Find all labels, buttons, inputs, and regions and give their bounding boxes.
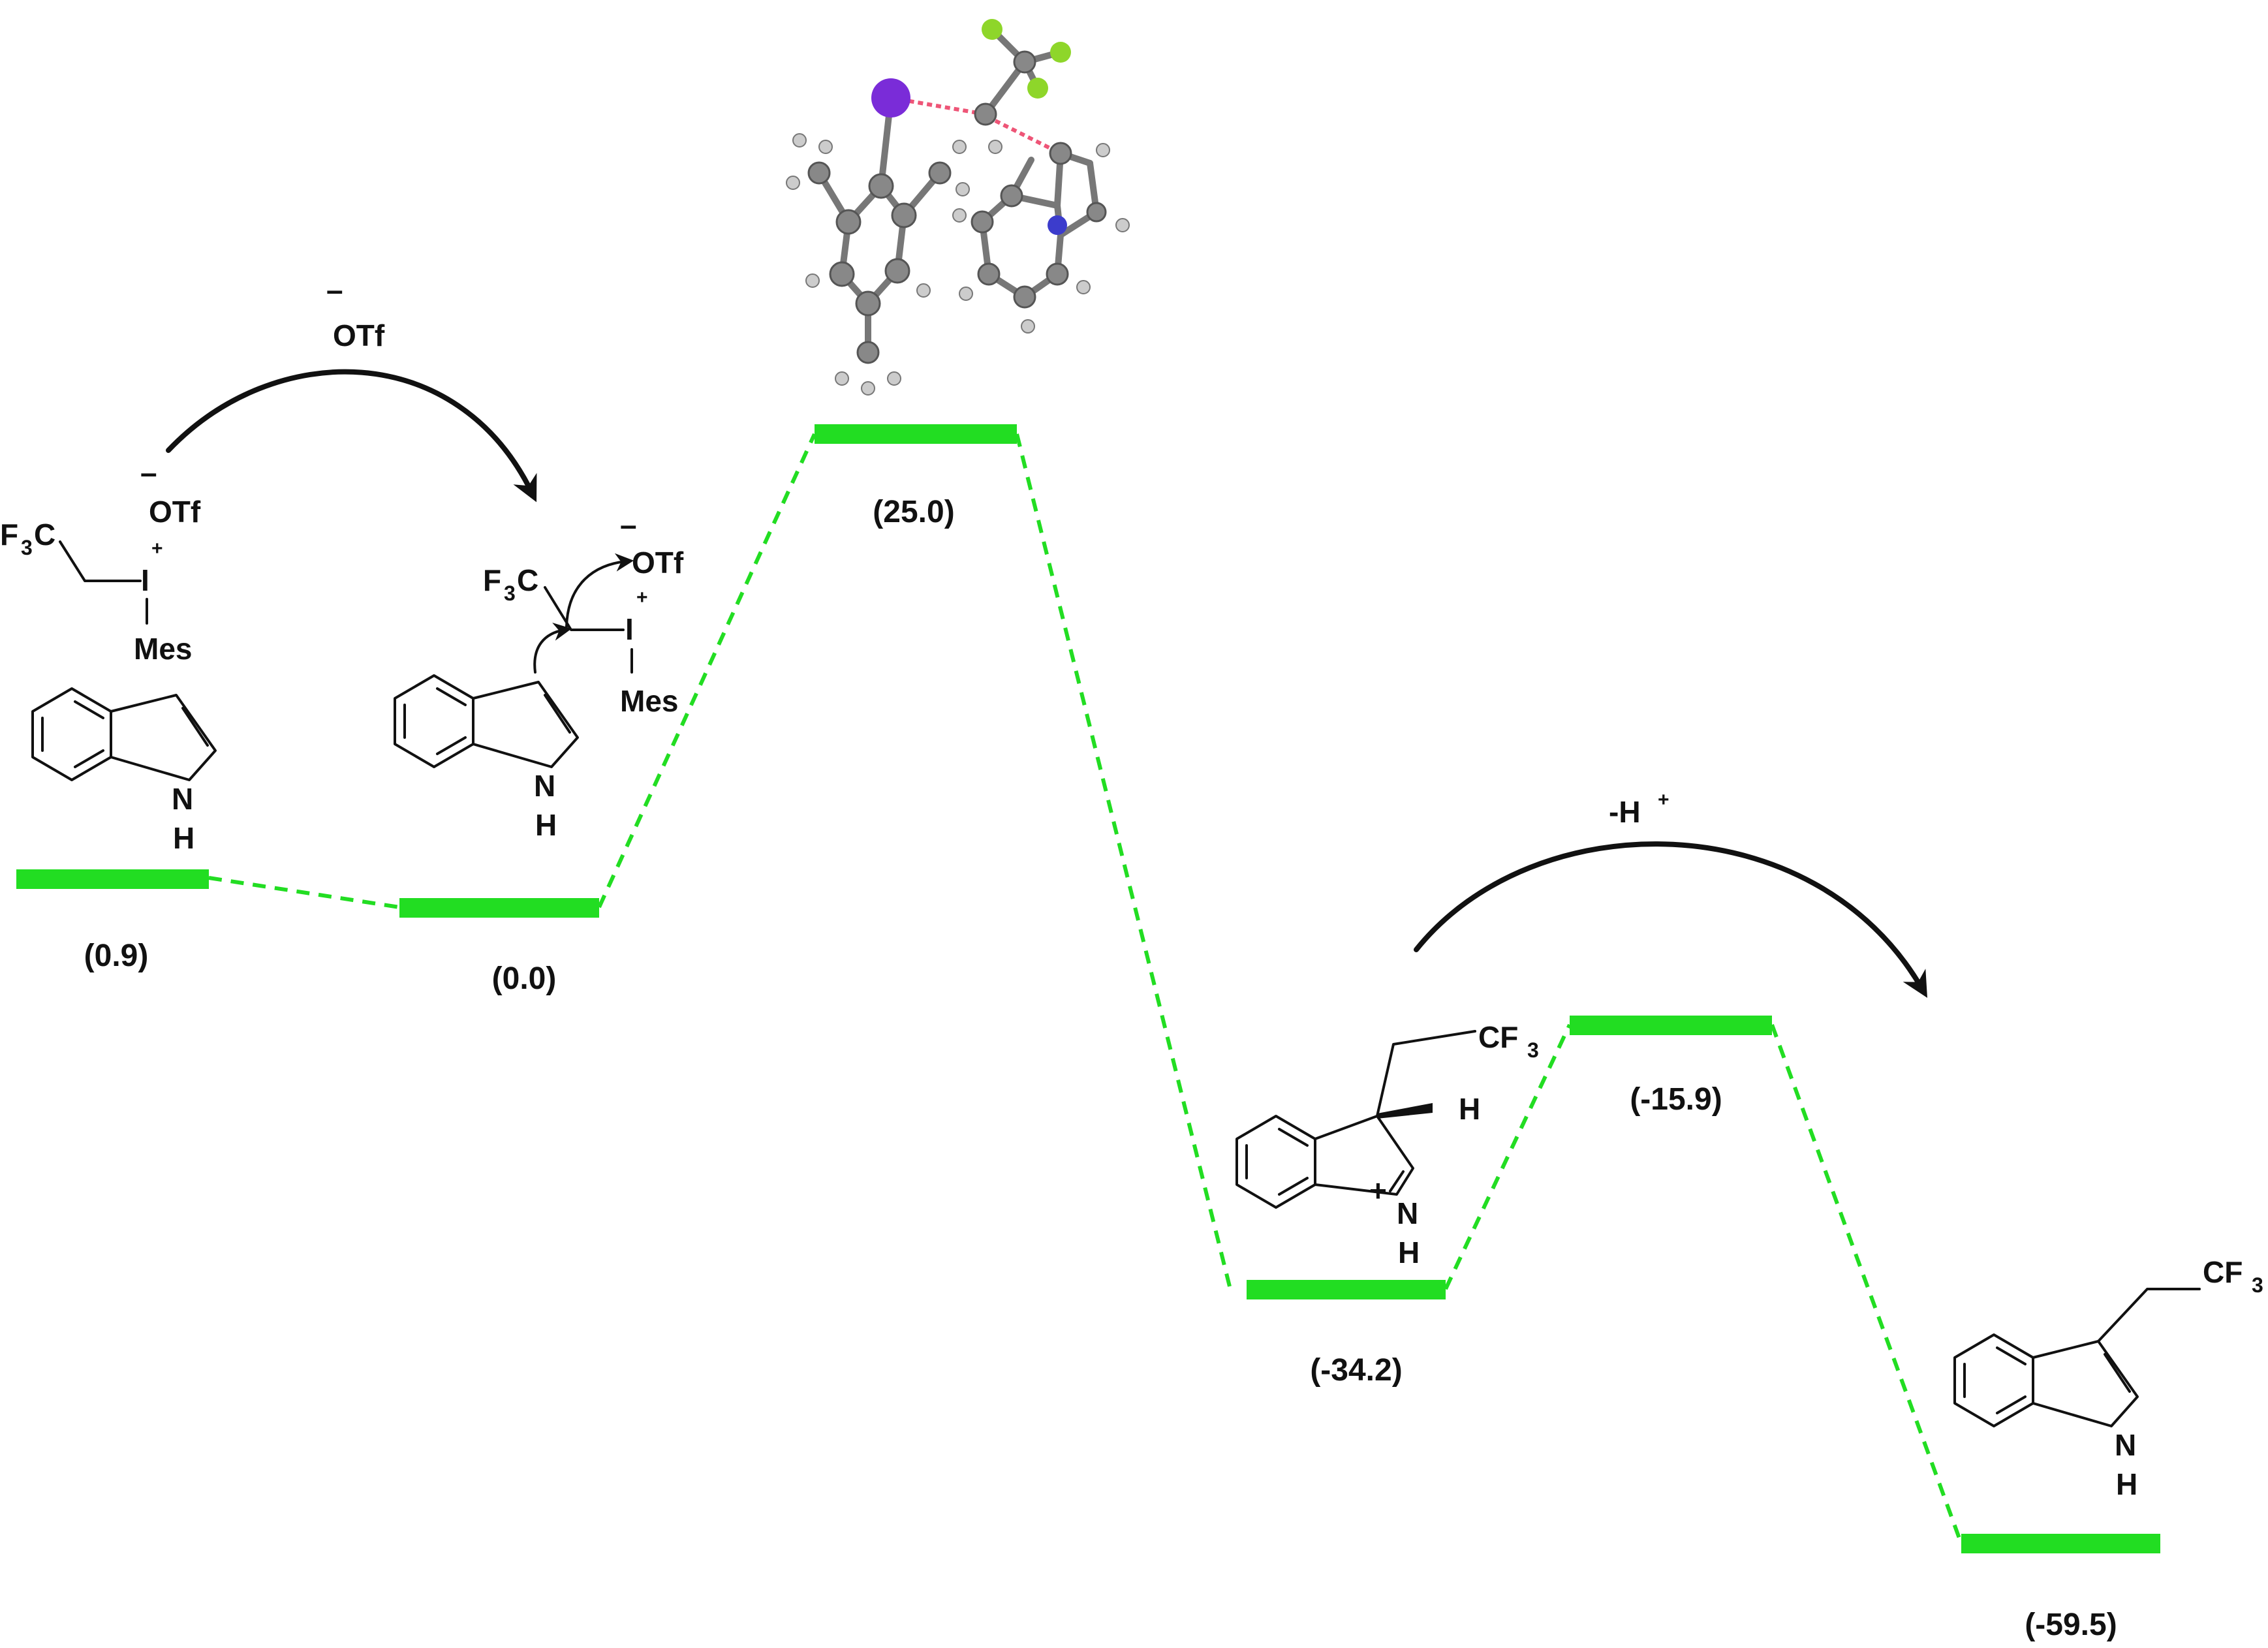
complex-f3c-c: C [517,563,538,597]
deprotonation-arrow: -H + [1414,789,1928,998]
minus-h-label: -H [1609,795,1641,829]
complex-nh-n: N [534,769,555,803]
reactant-otf-minus: – [140,456,157,490]
intermediate-cf3-sub: 3 [1527,1038,1539,1062]
complex-structure: F 3 C I + – OTf Mes N H [394,508,684,842]
complex-mes: Mes [620,684,678,718]
energy-reactant: (0.9) [84,939,149,973]
complex-f3c-sub: 3 [504,582,516,605]
intermediate-structure: H CF 3 + N H [1235,1020,1539,1269]
otf-top-label: OTf [333,319,385,352]
level-ts2 [1570,1016,1772,1035]
nitrogen-atom [1048,215,1067,235]
level-connectors [208,433,1963,1545]
reactant-iodine-plus: + [151,538,163,559]
reactant-iodine: I [141,563,149,597]
iodine-atom [871,78,910,117]
transition-state-model [786,19,1130,396]
reactant-structure: F 3 C I + – OTf Mes N H [0,456,217,855]
intermediate-plus: + [1369,1174,1387,1207]
level-product [1961,1534,2160,1553]
level-reactant [16,869,209,889]
reactant-f3c-f: F [0,518,18,552]
fluorine-atom [982,19,1002,40]
complex-otf: OTf [632,546,684,580]
reactant-nh-n: N [172,782,193,816]
energy-complex: (0.0) [492,961,557,996]
intermediate-nh-h: H [1398,1236,1420,1269]
energy-product: (-59.5) [2025,1608,2117,1642]
product-nh-h: H [2116,1467,2137,1501]
product-cf3-sub: 3 [2252,1273,2263,1297]
otf-top-minus: – [326,273,343,307]
energy-ts2: (-15.9) [1630,1082,1722,1117]
energy-intermediate: (-34.2) [1310,1353,1402,1388]
reactant-f3c-c: C [34,518,55,552]
complex-f3c-f: F [483,563,501,597]
anion-exchange-arrow: – OTf [166,273,537,503]
reactant-mes: Mes [134,632,192,666]
reactant-nh-h: H [173,821,194,855]
fluorine-atom [1050,42,1071,63]
complex-iodine: I [625,612,634,646]
complex-nh-h: H [535,808,557,842]
product-nh-n: N [2115,1428,2136,1462]
minus-h-plus: + [1658,789,1670,811]
level-complex [399,898,599,918]
reactant-f3c-sub: 3 [21,536,33,559]
intermediate-nh-n: N [1397,1196,1418,1230]
fluorine-atom [1027,78,1048,99]
level-ts1 [815,424,1017,444]
reactant-otf: OTf [149,495,201,529]
complex-iodine-plus: + [636,587,648,608]
intermediate-h: H [1459,1092,1480,1126]
level-intermediate [1247,1280,1446,1299]
complex-otf-minus: – [620,508,637,542]
intermediate-cf3-c: CF [1478,1020,1518,1054]
energy-ts1: (25.0) [873,495,954,529]
product-cf3-c: CF [2203,1255,2243,1289]
energy-levels [16,424,2160,1553]
product-structure: CF 3 N H [1953,1255,2263,1501]
